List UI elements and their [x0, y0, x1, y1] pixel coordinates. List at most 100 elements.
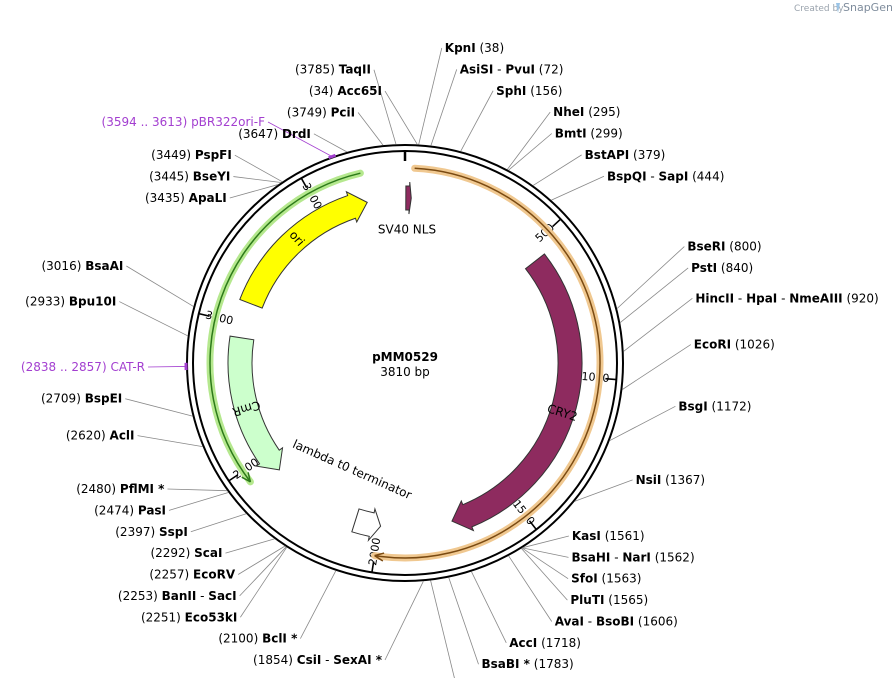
enzyme-separator: -	[584, 614, 596, 628]
tick-mark-500	[552, 218, 562, 228]
enzyme-name: ApaLI	[189, 191, 227, 205]
leader-nhei	[507, 111, 551, 170]
enzyme-position: (2253)	[118, 589, 162, 603]
leader-hincii	[623, 297, 693, 352]
enzyme-name: SfoI	[571, 572, 598, 586]
site-labels: KpnI (38)AsiSI - PvuI (72)SphI (156)NheI…	[21, 41, 879, 671]
enzyme-label-bstapi: BstAPI (379)	[585, 148, 666, 162]
enzyme-label-bsabi: BsaBI * (1783)	[482, 657, 574, 671]
enzyme-label-bsahi: BsaHI - NarI (1562)	[572, 550, 695, 564]
leader-sphi	[460, 90, 494, 152]
enzyme-label-sspi: (2397) SspI	[115, 525, 188, 539]
feature-arrow-ori	[239, 190, 368, 309]
tick-mark-2500	[228, 474, 239, 482]
enzyme-name: BsoBI	[596, 614, 634, 628]
enzyme-position: (840)	[717, 261, 753, 275]
enzyme-position: (1562)	[651, 550, 695, 564]
enzyme-label-sfoi: SfoI (1563)	[571, 572, 641, 586]
enzyme-position: (1561)	[601, 529, 645, 543]
enzyme-name: SapI	[659, 169, 689, 183]
tick-label-1000: 1000	[581, 370, 610, 385]
enzyme-label-pluti: PluTI (1565)	[570, 593, 648, 607]
enzyme-label-banii: (2253) BanII - SacI	[118, 589, 237, 603]
feature-arrow-lambda-t0-terminator	[351, 506, 382, 543]
enzyme-name: HpaI	[746, 291, 777, 305]
enzyme-label-acc65i: (34) Acc65I	[309, 84, 382, 98]
enzyme-position: (3435)	[145, 191, 189, 205]
enzyme-name: PflMI *	[120, 482, 165, 496]
enzyme-position: (2100)	[218, 632, 262, 646]
enzyme-separator: -	[196, 589, 208, 603]
enzyme-name: AsiSI	[460, 62, 494, 76]
enzyme-position: (3647)	[238, 127, 282, 141]
enzyme-position: (1563)	[598, 572, 642, 586]
enzyme-position: (1783)	[530, 657, 574, 671]
leader-ecorv	[237, 545, 286, 575]
enzyme-label-pasi: (2474) PasI	[94, 503, 166, 517]
feature-label-sv40-nls: SV40 NLS	[378, 223, 436, 237]
tick-mark-3500	[300, 177, 308, 189]
orf-arrowhead-2	[241, 472, 252, 483]
plasmid-size: 3810 bp	[380, 365, 430, 379]
enzyme-name: BsaHI	[572, 550, 611, 564]
primer-label-cat-r: (2838 .. 2857) CAT-R	[21, 360, 145, 374]
leader-bsgi	[609, 405, 676, 441]
enzyme-position: (1367)	[661, 473, 705, 487]
enzyme-label-bspqi: BspQI - SapI (444)	[607, 169, 724, 183]
enzyme-label-pflmi: (2480) PflMI *	[76, 482, 165, 496]
leader-bcli	[300, 570, 337, 639]
enzyme-label-acli: (2620) AclI	[66, 429, 135, 443]
primer-label-pbr322ori-f: (3594 .. 3613) pBR322ori-F	[102, 115, 266, 129]
enzyme-position: (1718)	[537, 636, 581, 650]
enzyme-name: Acc65I	[337, 84, 382, 98]
enzyme-label-bsgi: BsgI (1172)	[678, 399, 751, 413]
enzyme-name: EcoRV	[193, 568, 236, 582]
enzyme-name: BmtI	[555, 127, 587, 141]
enzyme-label-nsii: NsiI (1367)	[636, 473, 705, 487]
enzyme-label-asisi: AsiSI - PvuI (72)	[460, 62, 564, 76]
enzyme-position: (3785)	[295, 63, 339, 77]
enzyme-name: AccI	[509, 636, 537, 650]
leader-acli	[137, 435, 203, 447]
enzyme-position: (800)	[725, 240, 761, 254]
enzyme-label-kpni: KpnI (38)	[445, 41, 504, 55]
primer-leader-pbr322ori-f	[267, 121, 333, 157]
enzyme-name: SspI	[159, 525, 188, 539]
enzyme-name: TaqII	[339, 63, 371, 77]
leader-bmti	[508, 133, 552, 171]
leader-scai	[225, 538, 275, 554]
credit-brand: SnapGene	[843, 1, 892, 14]
enzyme-label-pspfi: (3449) PspFI	[151, 148, 232, 162]
primer-range: (3594 .. 3613)	[102, 115, 192, 129]
enzyme-label-bseyi: (3445) BseYI	[149, 170, 230, 184]
enzyme-name: BseYI	[193, 170, 231, 184]
enzyme-name: SexAI *	[333, 653, 382, 667]
enzyme-position: (2257)	[149, 568, 193, 582]
enzyme-position: (2397)	[115, 525, 159, 539]
leader-bsahi	[522, 547, 569, 558]
leader-drdi	[313, 133, 348, 153]
enzyme-name: AvaI	[555, 614, 584, 628]
enzyme-label-csii: (1854) CsiI - SexAI *	[253, 653, 383, 667]
primer-leader-cat-r	[147, 366, 187, 368]
enzyme-position: (379)	[629, 148, 665, 162]
orf-arc-line-1	[374, 167, 601, 559]
leader-avai	[508, 555, 553, 622]
leader-bspqi	[551, 175, 605, 201]
enzyme-position: (1172)	[708, 399, 752, 413]
enzyme-name: CsiI	[297, 653, 322, 667]
enzyme-label-bsaai: (3016) BsaAI	[41, 259, 123, 273]
enzyme-position: (2480)	[76, 482, 120, 496]
enzyme-position: (2620)	[66, 429, 110, 443]
enzyme-position: (3449)	[151, 148, 195, 162]
enzyme-name: BclI *	[262, 632, 298, 646]
enzyme-label-ecorv: (2257) EcoRV	[149, 568, 236, 582]
enzyme-position: (2251)	[141, 610, 185, 624]
leader-bseyi	[233, 176, 282, 183]
enzyme-position: (1565)	[604, 593, 648, 607]
enzyme-label-nhei: NheI (295)	[553, 105, 620, 119]
primer-name: pBR322ori-F	[191, 115, 265, 129]
enzyme-separator: -	[610, 550, 622, 564]
feature-arrow-cmr	[227, 335, 284, 471]
